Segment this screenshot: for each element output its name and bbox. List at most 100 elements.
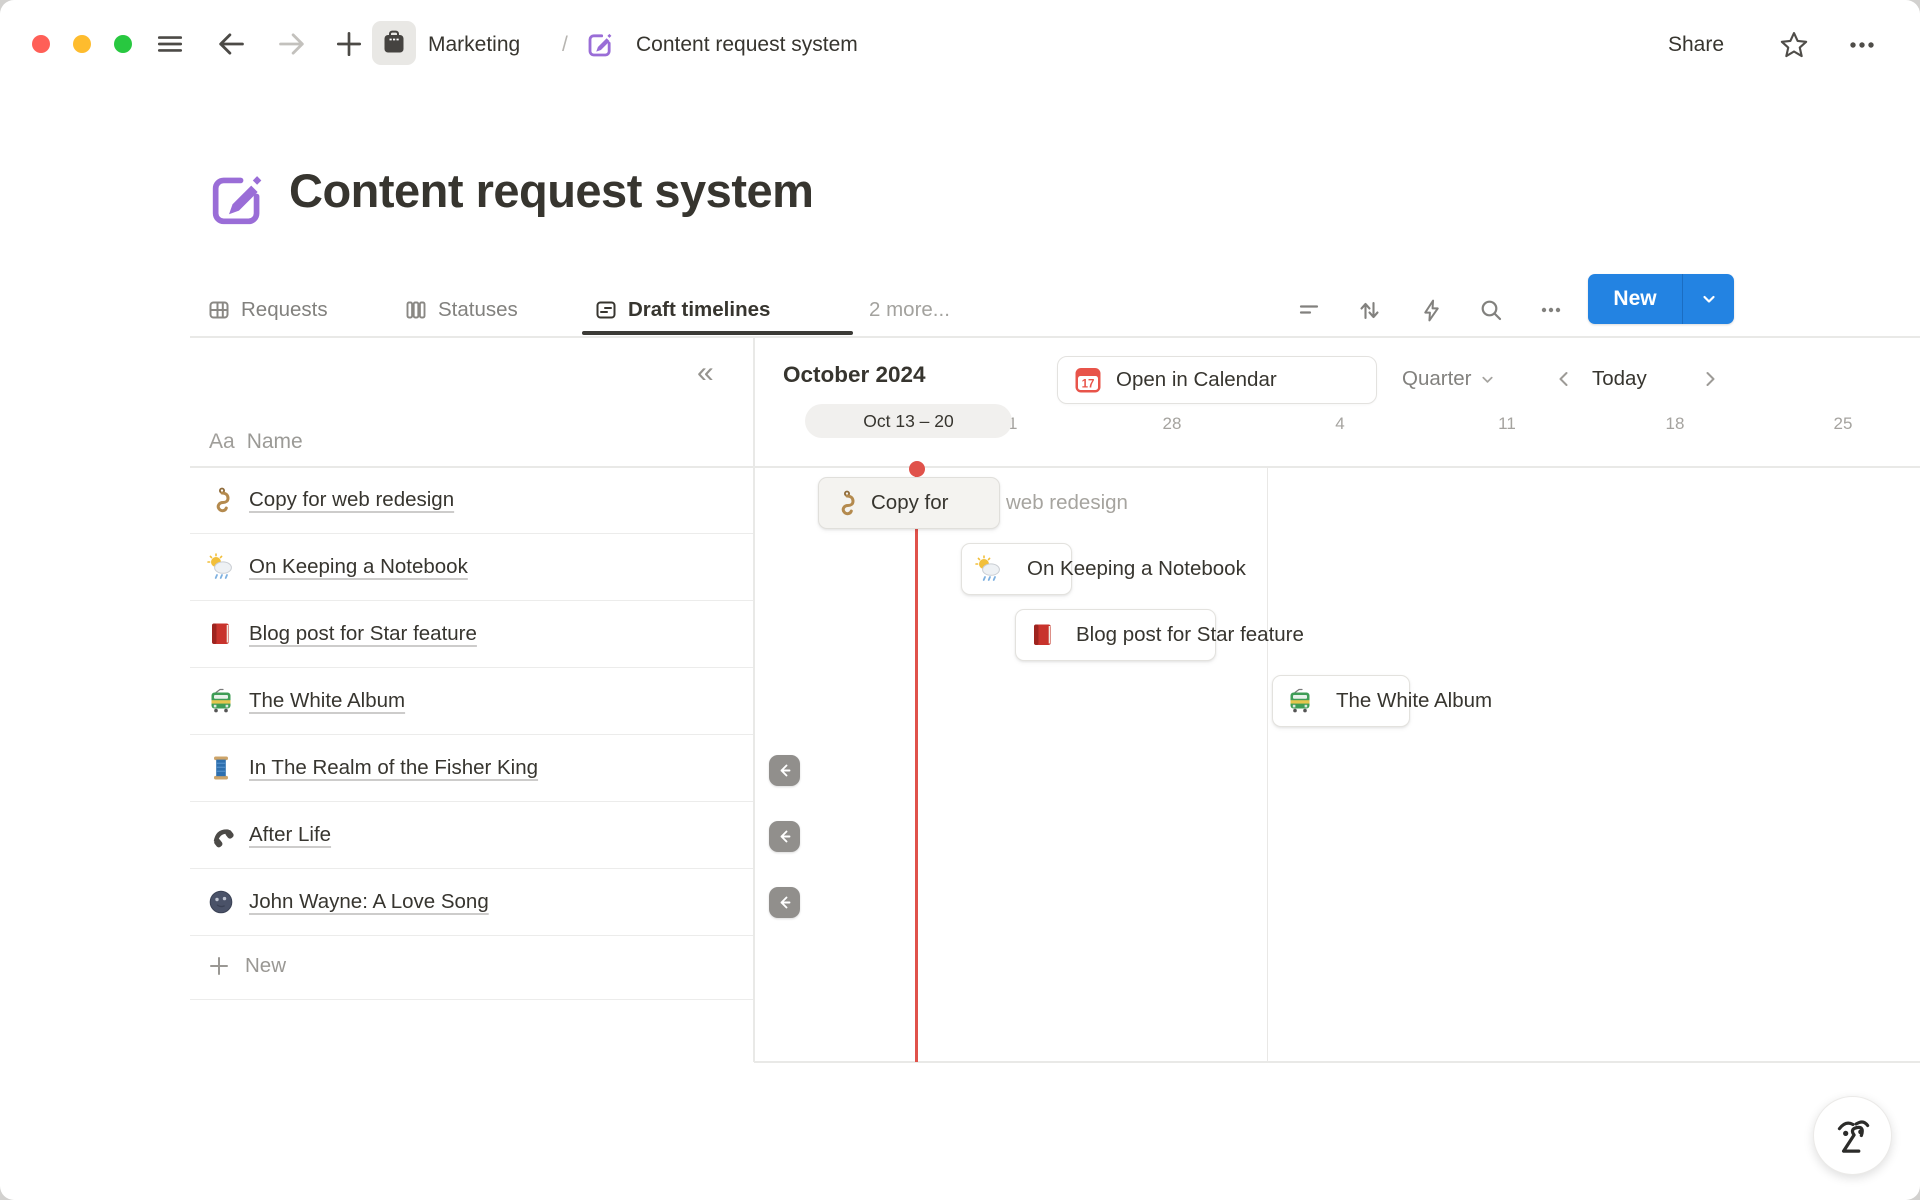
arrow-left-icon [780,764,791,777]
timeline-month-label: October 2024 [783,362,926,387]
tab-label: Requests [241,297,328,321]
item-title[interactable]: After Life [249,823,332,846]
favorite-button[interactable] [1778,0,1810,90]
sort-button[interactable] [1351,292,1387,328]
week-start-label: 11 [1498,414,1516,433]
search-button[interactable] [1473,292,1509,328]
forward-button[interactable] [274,26,310,62]
timeline-icon [594,298,618,322]
notion-ai-button[interactable] [1813,1096,1892,1175]
text-type-icon: Aa [209,429,235,453]
week-gridline [1267,467,1268,1062]
filter-button[interactable] [1291,292,1327,328]
list-item[interactable]: Copy for web redesign [190,467,753,534]
list-item[interactable]: The White Album [190,668,753,735]
item-title[interactable]: Copy for web redesign [249,488,455,511]
more-options-button[interactable] [1845,0,1879,90]
header-divider [190,466,1920,468]
tabs-more-button[interactable]: 2 more... [869,297,950,321]
tab-label: Draft timelines [628,297,771,321]
name-column-header[interactable]: Aa Name [209,418,303,465]
item-title[interactable]: The White Album [249,689,406,712]
filter-icon [1296,297,1322,323]
share-button[interactable]: Share [1668,33,1725,56]
bar-title: On Keeping a Notebook [1027,557,1246,580]
tram-emoji [1286,687,1314,715]
scroll-to-bar-button[interactable] [769,755,800,786]
edit-page-purple-icon [205,168,269,232]
list-item[interactable]: In The Realm of the Fisher King [190,735,753,802]
timeline-bottom-border [754,1061,1920,1063]
sidebar-toggle-button[interactable] [152,26,188,62]
thread-emoji [207,754,235,782]
new-page-button[interactable] [331,26,367,62]
open-in-calendar-button[interactable]: 17 Open in Calendar [1057,356,1377,404]
scroll-to-bar-button[interactable] [769,821,800,852]
timeline-bar[interactable] [1272,675,1410,727]
back-button[interactable] [213,26,249,62]
breadcrumb-workspace[interactable]: Marketing [428,33,521,56]
timeline-bar[interactable] [961,543,1072,595]
timeline-bar[interactable] [1015,609,1216,661]
view-options-button[interactable] [1533,292,1569,328]
hamburger-icon [155,29,185,59]
new-row-button[interactable]: New [190,933,753,1000]
search-icon [1478,297,1504,323]
traffic-minimize-button[interactable] [73,35,91,53]
arrow-left-icon [780,896,791,909]
hook-emoji [207,486,235,514]
week-start-label: 25 [1833,414,1853,433]
scroll-to-bar-button[interactable] [769,887,800,918]
item-title[interactable]: In The Realm of the Fisher King [249,756,539,779]
new-record-button[interactable]: New [1588,274,1734,324]
red-book-emoji [207,620,235,648]
collapse-sidebar-button[interactable]: « [697,356,714,389]
page-title: Content request system [289,164,814,217]
list-item[interactable]: Blog post for Star feature [190,601,753,668]
traffic-close-button[interactable] [32,35,50,53]
bar-title: Blog post for Star feature [1076,623,1304,646]
today-marker-line [915,469,918,1062]
tab-statuses[interactable]: Statuses [404,283,518,336]
chevron-right-icon [1700,369,1720,389]
item-title[interactable]: John Wayne: A Love Song [249,890,489,913]
week-start-label: 28 [1162,414,1182,433]
active-tab-underline [582,331,853,335]
new-button-dropdown[interactable] [1683,274,1734,324]
lightning-icon [1419,298,1444,323]
page-icon[interactable] [205,168,269,232]
sun-rain-cloud-emoji [975,555,1003,583]
new-row-label: New [245,954,287,977]
moon-face-emoji [207,888,235,916]
tab-requests[interactable]: Requests [207,283,328,336]
today-button[interactable]: Today [1592,367,1647,390]
timeline-bar[interactable]: Copy for [818,477,1000,529]
traffic-zoom-button[interactable] [114,35,132,53]
new-button-label[interactable]: New [1588,274,1683,324]
timeline-zoom-select[interactable]: Quarter [1402,356,1495,402]
automations-button[interactable] [1413,292,1449,328]
bar-title-overflow-ghost: web redesign [1006,491,1128,514]
item-title[interactable]: On Keeping a Notebook [249,555,468,578]
sidebar-timeline-divider[interactable] [753,337,755,1062]
item-title[interactable]: Blog post for Star feature [249,622,477,645]
drag-date-range-pill: Oct 13 – 20 [805,404,1012,438]
bar-title: The White Album [1336,689,1493,712]
list-item[interactable]: On Keeping a Notebook [190,534,753,601]
list-item[interactable]: John Wayne: A Love Song [190,869,753,936]
next-period-button[interactable] [1700,356,1720,402]
breadcrumb-separator: / [562,33,568,56]
chevron-down-icon [1480,372,1495,387]
tab-draft-timelines[interactable]: Draft timelines [594,283,770,336]
breadcrumb-workspace-icon[interactable] [372,21,416,65]
ellipsis-icon [1538,297,1564,323]
bar-title: Copy for [871,491,949,514]
star-icon [1778,29,1810,61]
chevron-down-icon [1702,295,1715,303]
list-item[interactable]: After Life [190,802,753,869]
previous-period-button[interactable] [1554,356,1574,402]
breadcrumb-page-title[interactable]: Content request system [636,33,858,56]
plus-icon [207,954,231,978]
forward-arrow-icon [276,28,308,60]
